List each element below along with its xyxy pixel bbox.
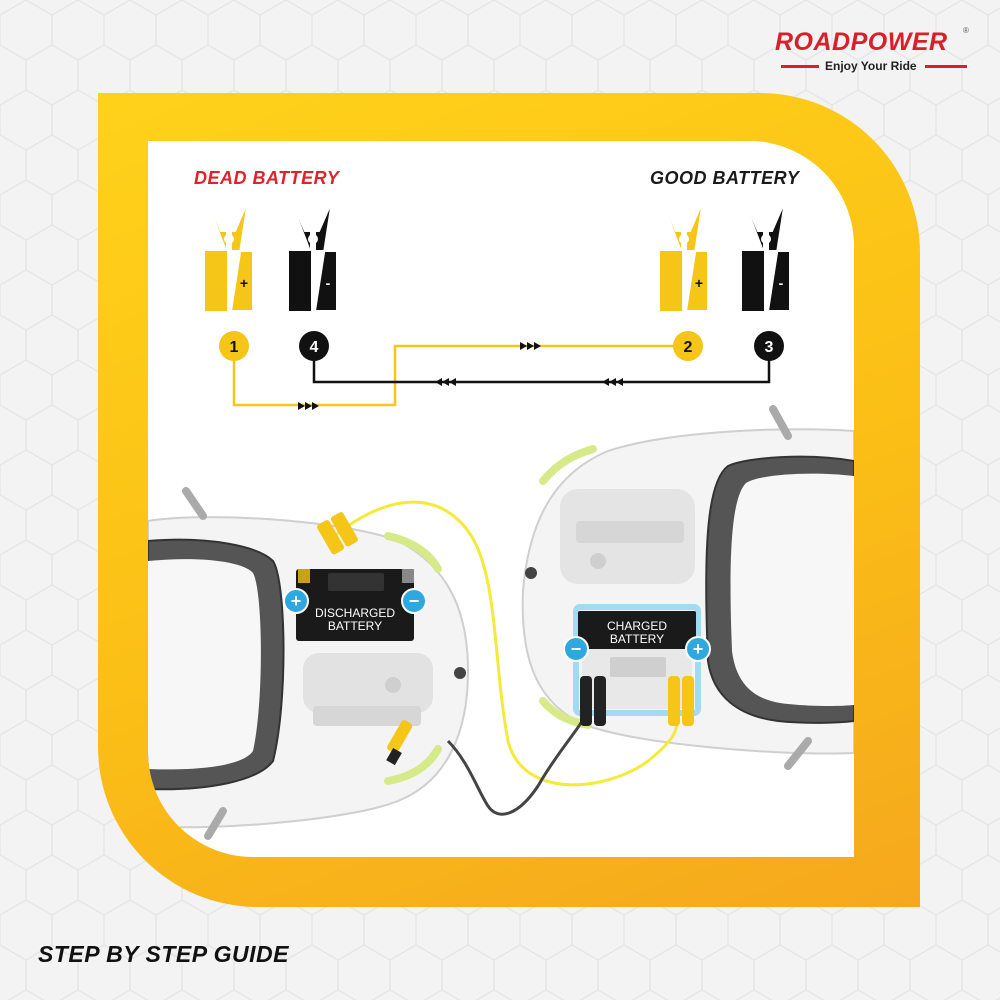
jump-start-diagram: + - + - 1 4 2 3 — [148, 200, 854, 840]
dead-positive-sign: + — [240, 275, 248, 291]
positive-arrow-icon — [298, 342, 541, 410]
roadpower-logo[interactable]: ROADPOWER ® Enjoy Your Ride — [775, 26, 975, 76]
brand-tagline: Enjoy Your Ride — [825, 59, 917, 73]
good-negative-clamp-icon — [741, 200, 791, 312]
charged-positive-terminal-icon: + — [685, 636, 711, 662]
positive-connection-line — [232, 344, 688, 407]
dead-negative-sign: - — [326, 275, 331, 291]
step-2-badge: 2 — [673, 331, 703, 361]
good-negative-sign: - — [779, 275, 784, 291]
discharged-battery-label-2: BATTERY — [328, 619, 382, 633]
step-1-badge: 1 — [219, 331, 249, 361]
positive-jumper-cable — [327, 500, 680, 787]
discharged-positive-terminal-icon: + — [283, 588, 309, 614]
discharged-battery: DISCHARGED BATTERY — [296, 569, 414, 641]
discharged-negative-terminal-icon: − — [401, 588, 427, 614]
brand-name: ROADPOWER — [775, 28, 948, 56]
terminal-sign: − — [571, 639, 582, 659]
yellow-clamp-on-charged-icon — [668, 676, 694, 726]
charged-battery-label-2: BATTERY — [610, 632, 664, 646]
terminal-sign: + — [291, 591, 302, 611]
charged-negative-terminal-icon: − — [563, 636, 589, 662]
step-1-label: 1 — [230, 339, 239, 356]
good-positive-clamp-icon — [659, 200, 709, 312]
black-clamp-ground-icon — [386, 720, 413, 766]
terminal-sign: − — [409, 591, 420, 611]
charged-battery: CHARGED BATTERY — [573, 604, 701, 716]
step-2-label: 2 — [684, 339, 693, 356]
step-3-label: 3 — [765, 339, 774, 356]
negative-connection-line — [312, 359, 771, 384]
negative-arrow-icon — [435, 378, 623, 386]
negative-jumper-cable — [446, 710, 590, 816]
logo-stripe — [925, 65, 967, 68]
good-positive-sign: + — [695, 275, 703, 291]
dead-car — [148, 487, 470, 840]
dead-negative-clamp-icon — [288, 200, 338, 312]
step-by-step-guide-title: STEP BY STEP GUIDE — [38, 941, 289, 967]
yellow-clamp-on-discharged-icon — [317, 512, 358, 555]
step-3-badge: 3 — [754, 331, 784, 361]
dead-positive-clamp-icon — [204, 200, 254, 312]
logo-stripe — [781, 65, 819, 68]
good-battery-heading: GOOD BATTERY — [650, 168, 800, 188]
step-4-label: 4 — [310, 339, 319, 356]
step-4-badge: 4 — [299, 331, 329, 361]
terminal-sign: + — [693, 639, 704, 659]
black-clamp-on-charged-icon — [580, 676, 606, 726]
diagram-panel: + - + - 1 4 2 3 — [148, 141, 854, 857]
discharged-battery-label: DISCHARGED — [315, 606, 395, 620]
charged-battery-label: CHARGED — [607, 619, 667, 633]
dead-battery-heading: DEAD BATTERY — [194, 168, 340, 188]
registered-mark: ® — [963, 26, 969, 35]
